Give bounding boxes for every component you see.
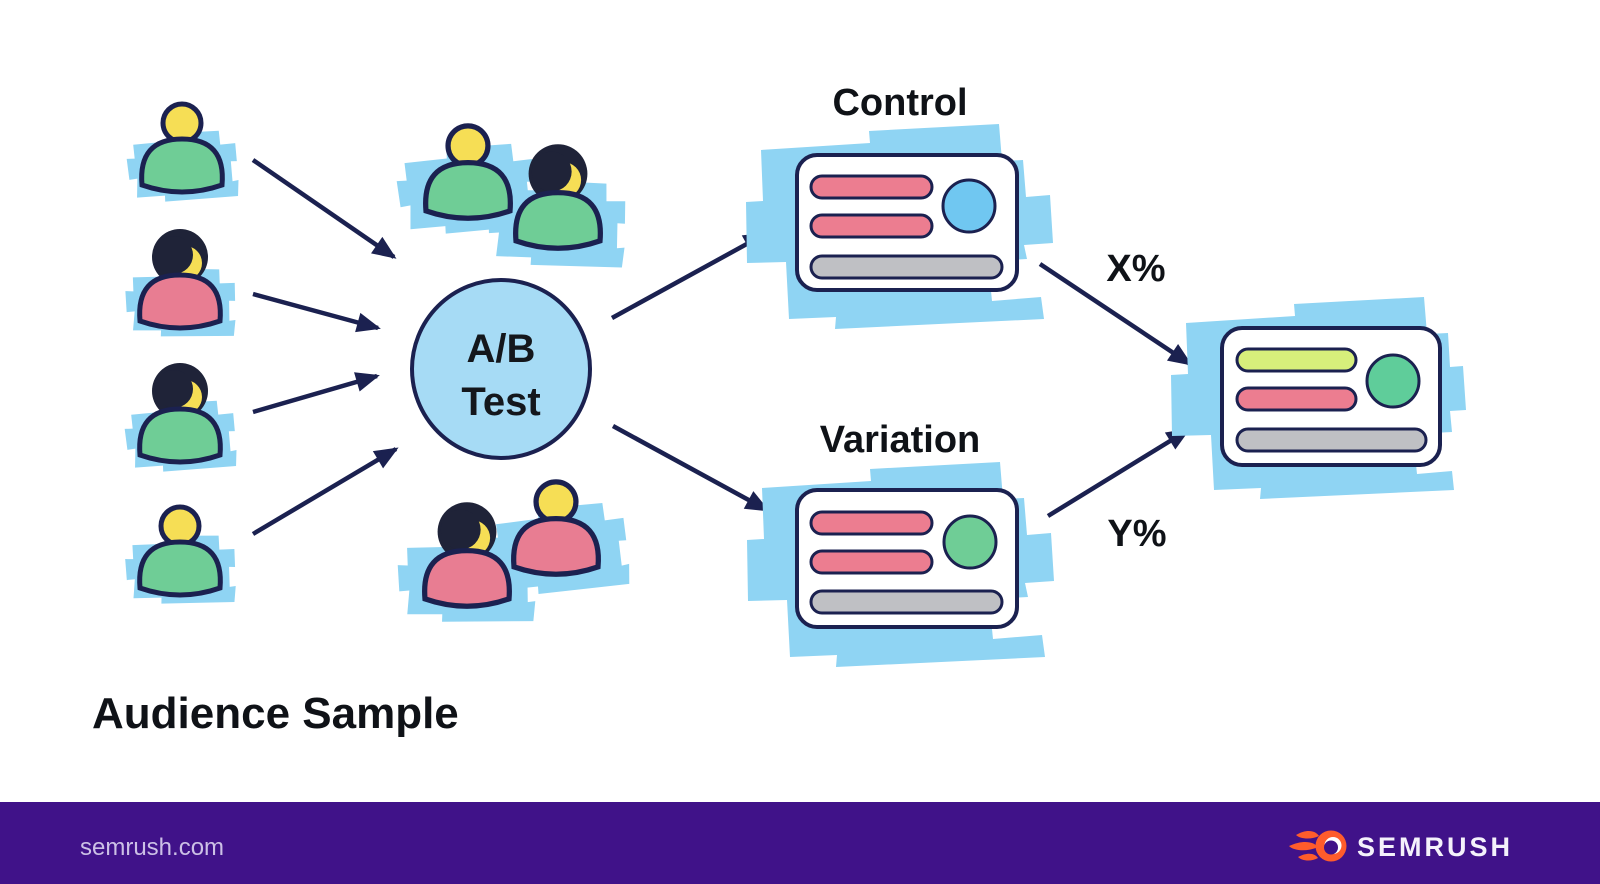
logo-flame [1296,830,1319,839]
footer-site-url: semrush.com [80,834,224,861]
arrow-hub-to-variation [611,424,770,512]
hub-label-line2: Test [461,380,540,424]
logo-ball-center [1324,840,1338,855]
card-bar-gray [809,254,1004,280]
variation-card [795,488,1019,629]
person-body-icon [142,139,223,192]
group-person-pink [514,482,599,574]
card-circle-green [1365,353,1421,409]
control-label: Control [832,82,967,124]
card-bar-gray [1235,427,1428,453]
card-bar-pink [809,510,934,536]
arrow-audience-2 [252,291,381,333]
result-card-group [1171,297,1466,499]
control-outcome-label: X% [1106,248,1165,290]
control-branch: Control X% [746,82,1193,366]
card-bar-lime [1235,347,1358,373]
variation-branch: Variation Y% [747,419,1191,667]
arrow-audience-3 [252,372,380,415]
variation-outcome-label: Y% [1107,513,1166,555]
audience-sample-label: Audience Sample [92,689,459,738]
card-circle-green [942,514,998,570]
card-circle-blue [941,178,997,234]
group-below-hub [395,482,631,625]
audience-member-4 [124,507,237,605]
logo-flame [1298,853,1318,861]
audience-member-1 [125,104,240,203]
card-bar-gray [809,589,1004,615]
card-bar-pink [809,549,934,575]
arrow-control-to-result [1038,262,1193,366]
audience-member-3 [123,363,238,473]
card-bar-pink [1235,386,1358,412]
arrow-audience-1 [251,158,397,259]
result-card [1220,326,1442,467]
arrow-audience-4 [251,447,399,536]
arrow-hub-to-control [610,232,768,320]
person-hair-shade [155,236,193,274]
person-body-icon [140,542,221,595]
card-bar-pink [809,213,934,239]
footer: semrush.com SEMRUSH [0,802,1600,884]
ab-test-hub: A/B Test [410,278,592,460]
group-above-hub [395,126,629,272]
audience-member-2 [123,229,238,339]
person-head-icon [161,507,199,545]
control-card [795,153,1019,292]
logo-flame [1289,841,1318,851]
card-bar-pink [809,174,934,200]
footer-brand-text: SEMRUSH [1357,832,1513,862]
group-person-green [426,126,511,218]
hub-label-line1: A/B [467,327,536,371]
arrow-variation-to-result [1046,428,1191,518]
variation-label: Variation [820,419,981,461]
person-hair-shade [155,370,193,408]
person-head-icon [163,104,201,142]
person-body-icon [140,275,221,328]
semrush-logo-icon [1289,830,1347,862]
hub-circle [410,278,592,460]
person-body-icon [140,409,221,462]
